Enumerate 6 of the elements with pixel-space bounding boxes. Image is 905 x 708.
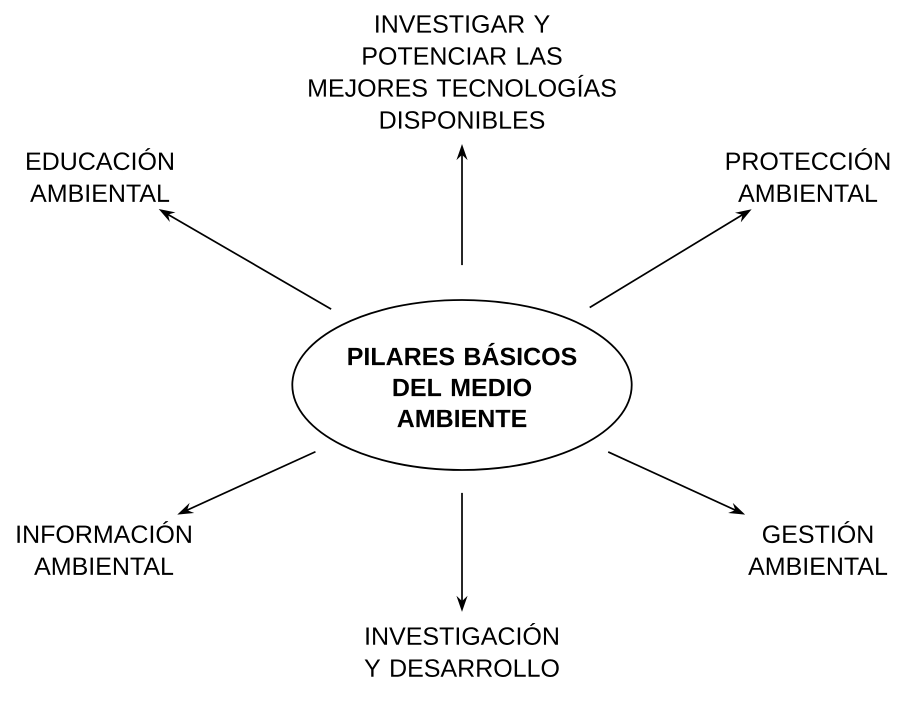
pillar-label: INVESTIGACIÓN Y DESARROLLO — [364, 623, 559, 677]
pillar-label: PROTECCIÓN AMBIENTAL — [726, 148, 890, 202]
pillar-label: INFORMACIÓN AMBIENTAL — [17, 521, 191, 575]
pillar-label: GESTIÓN AMBIENTAL — [748, 521, 888, 575]
pillar-label: INVESTIGAR Y POTENCIAR LAS MEJORES TECNOLOGÍAS DISPONIBLES — [309, 15, 616, 129]
pillar-label: EDUCACIÓN AMBIENTAL — [27, 148, 173, 202]
